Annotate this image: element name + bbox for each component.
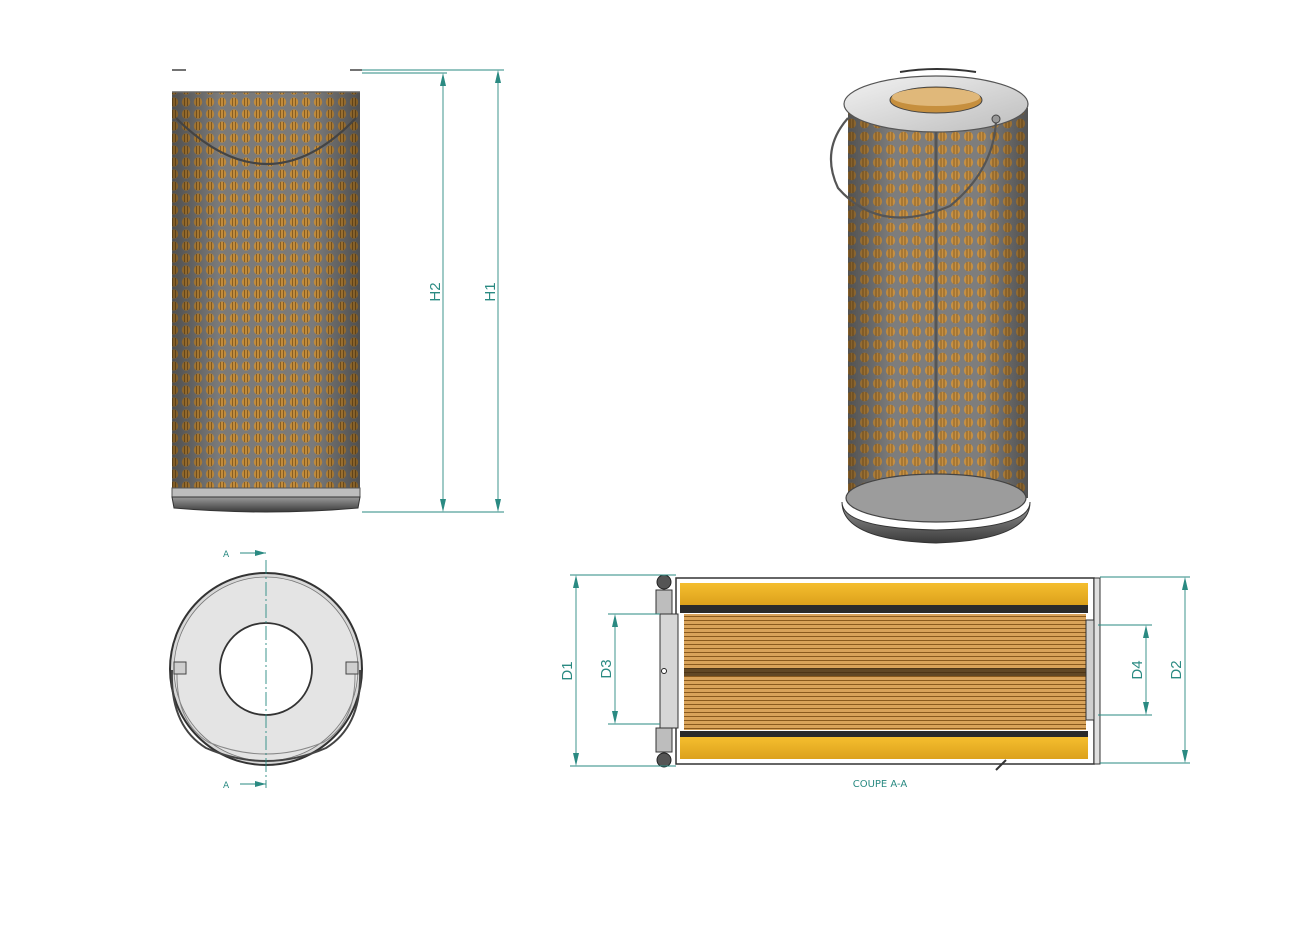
height-dimensions: H2 H1	[362, 69, 504, 513]
section-marker-bottom: A	[223, 781, 230, 791]
front-view	[171, 69, 362, 513]
section-view: D1 D3 D4 D2 COUPE A-A	[559, 574, 1190, 790]
section-media-top	[680, 583, 1088, 605]
section-marker-top: A	[223, 550, 230, 560]
top-view: A A	[169, 550, 363, 791]
section-seal-top	[656, 574, 672, 590]
dimension-d3-label: D3	[598, 659, 615, 678]
dimension-h1-label: H1	[482, 282, 499, 301]
section-seal-bottom	[656, 752, 672, 768]
dimension-d2-label: D2	[1168, 660, 1185, 679]
dimension-h2-label: H2	[427, 282, 444, 301]
dimension-d4-label: D4	[1129, 660, 1146, 679]
front-view-handle	[175, 117, 357, 166]
isometric-handle	[829, 117, 998, 219]
dimension-d1-label: D1	[559, 661, 576, 680]
isometric-view	[829, 68, 1031, 544]
section-media-bottom	[680, 737, 1088, 759]
section-caption: COUPE A-A	[853, 779, 908, 790]
front-view-seal	[171, 496, 361, 513]
isometric-seal	[841, 501, 1031, 544]
